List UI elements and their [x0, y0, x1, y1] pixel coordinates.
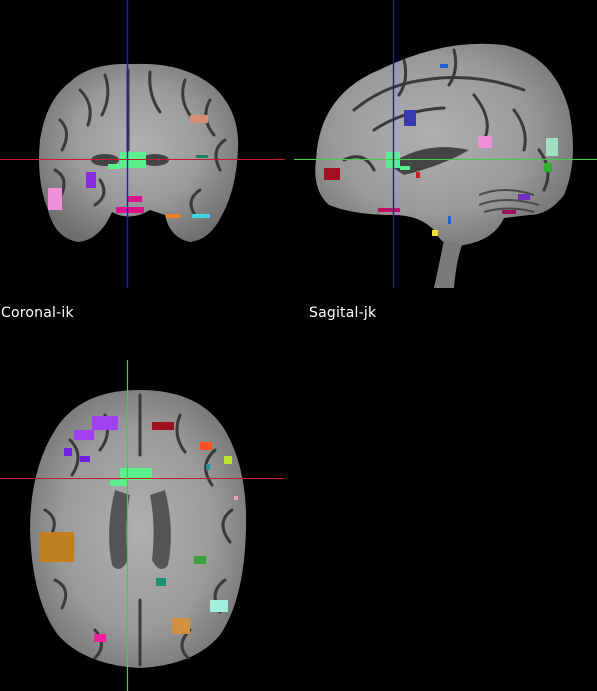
ventricle-right — [150, 490, 171, 569]
coronal-view-label: Coronal-ik — [1, 305, 74, 321]
sulci — [43, 393, 234, 667]
axial-slice-image[interactable] — [0, 360, 285, 691]
brain-tissue — [315, 43, 573, 246]
brain-tissue — [30, 390, 247, 668]
sagital-slice-image[interactable] — [294, 0, 597, 288]
ventricle-left — [109, 490, 130, 569]
sulci — [342, 48, 550, 192]
sagital-view[interactable] — [294, 0, 597, 288]
brainstem — [434, 240, 462, 288]
coronal-view[interactable] — [0, 0, 285, 288]
sagital-view-label: Sagital-jk — [309, 305, 377, 321]
cerebellum-folia — [478, 189, 540, 213]
axial-view[interactable] — [0, 360, 285, 691]
coronal-slice-image[interactable] — [0, 0, 285, 288]
